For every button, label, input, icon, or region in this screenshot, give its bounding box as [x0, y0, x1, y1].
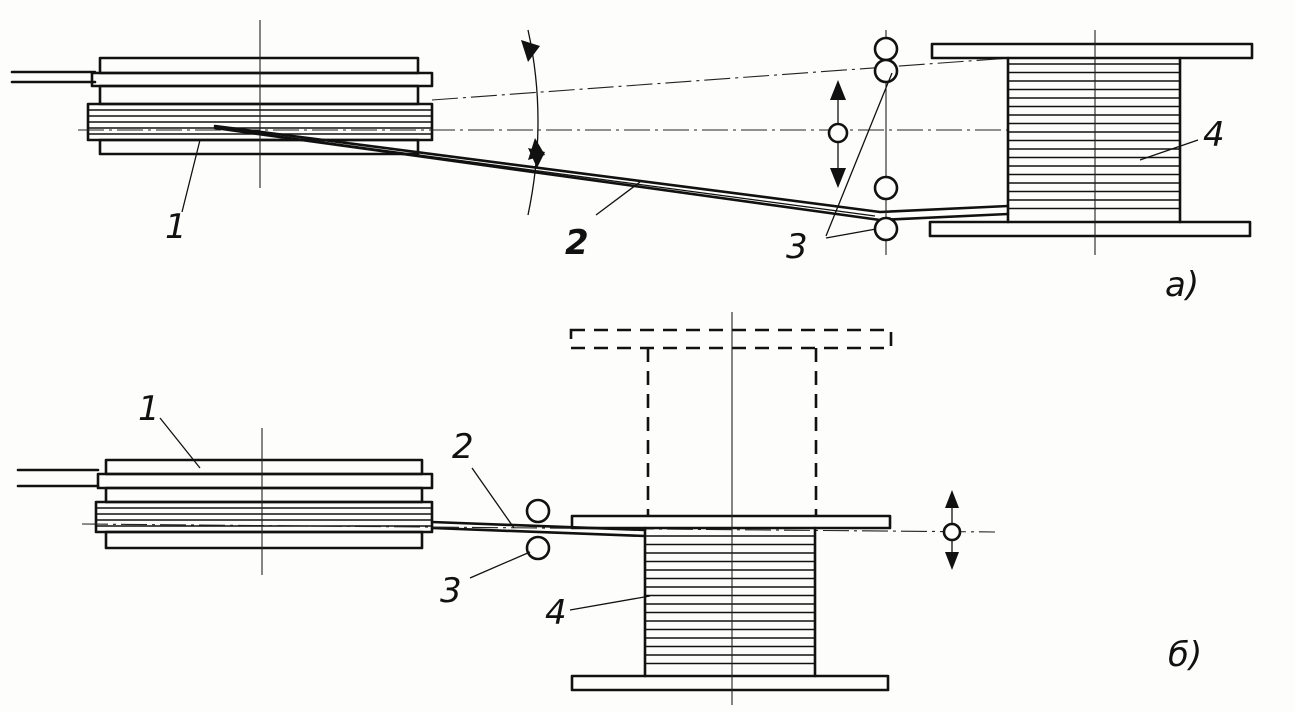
take-up-spool-a: [928, 42, 1254, 238]
leader-b-1: [159, 417, 201, 469]
roller-b-1: [525, 498, 551, 524]
panel-label-b: б): [1168, 635, 1202, 675]
roller-a-2: [873, 58, 899, 84]
roller-b-2: [525, 535, 551, 561]
angle-arrow-mid-down: [528, 148, 545, 168]
leader-a-3-bottom: [825, 228, 877, 239]
roller-a-3: [873, 175, 899, 201]
center-axis-b: [81, 523, 996, 533]
label-a-4: 4: [1203, 115, 1225, 155]
label-b-1: 1: [138, 389, 160, 429]
angle-arrow-top: [521, 40, 540, 62]
leader-a-4: [1139, 139, 1199, 161]
strip-a-upper-edge: [213, 124, 1010, 214]
strip-a-centerline: [239, 130, 876, 217]
label-b-3: 3: [440, 571, 462, 611]
take-up-spool-b: [570, 514, 892, 692]
label-b-4: 4: [545, 593, 567, 633]
leader-a-1: [181, 139, 201, 213]
leader-b-3: [469, 551, 531, 579]
label-b-2: 2: [452, 427, 474, 467]
label-a-1: 1: [165, 207, 187, 247]
label-a-3: 3: [786, 227, 808, 267]
supply-coil-a: [86, 56, 434, 156]
motion-arrow-b: [942, 490, 962, 570]
leader-b-4: [569, 595, 651, 611]
supply-coil-b: [94, 458, 434, 550]
leader-a-3-top: [825, 72, 893, 237]
panel-label-a: а): [1165, 265, 1199, 305]
roller-a-4: [873, 216, 899, 242]
leader-a-2: [595, 181, 641, 216]
upper-line-a: [431, 57, 1011, 101]
label-a-2: 2: [565, 223, 589, 263]
spool-b-alternate-position: [569, 328, 893, 516]
figure-a: 1 2 3 4 а): [10, 20, 1254, 305]
strip-b-lower: [430, 526, 647, 538]
roller-a-1: [873, 36, 899, 62]
motion-arrow-a: [827, 80, 849, 188]
leader-b-2: [471, 467, 515, 529]
figure-b: 1 2 3 4 б): [16, 312, 1202, 705]
